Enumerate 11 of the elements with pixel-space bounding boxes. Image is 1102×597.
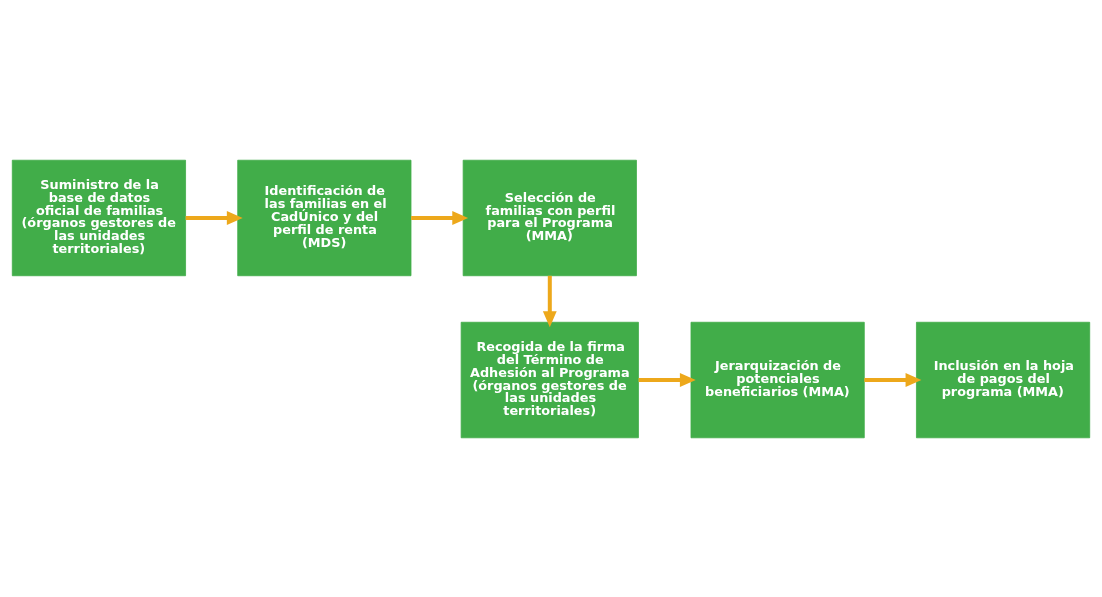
arrow [185,210,243,225]
node-box: Suministro de la base de datos oficial de familias (órganos gestores de las unidades territoriales) [11,159,186,276]
arrow [864,372,922,387]
node-box: Identificación de las familias en el CadÚnico y del perfil de renta (MDS) [237,159,412,276]
arrow [411,210,469,225]
arrow [638,372,696,387]
arrow [542,275,557,327]
node-box: Selección de familias con perfil para el Programa (MMA) [462,159,637,276]
node-box: Recogida de la firma del Término de Adhesión al Programa (órganos gestores de las unidades territoriales) [460,321,639,438]
node-box: Jerarquización de potenciales beneficiarios (MMA) [690,321,865,438]
node-box: Inclusión en la hoja de pagos del programa (MMA) [916,321,1091,438]
